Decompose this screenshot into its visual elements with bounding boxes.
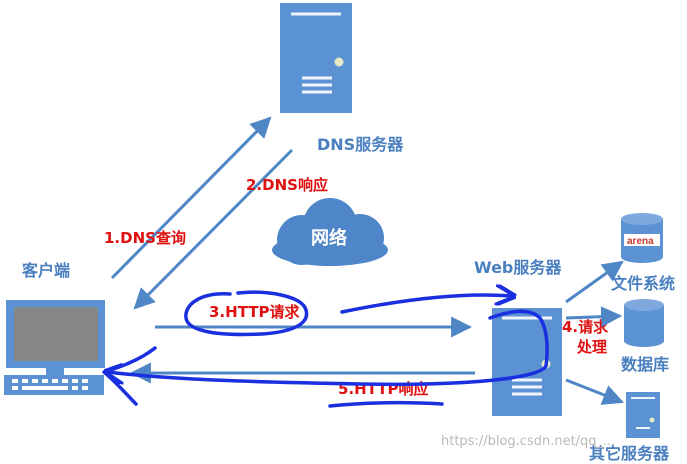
dns-server-label: DNS服务器 — [317, 135, 404, 154]
web-to-filesystem-arrow — [565, 260, 624, 304]
other-server-label: 其它服务器 — [589, 444, 670, 463]
arena-logo: arena — [627, 236, 654, 247]
step-request-processing-line1: 4.请求 — [562, 318, 609, 336]
dns-query-arrow — [110, 116, 272, 280]
ink-underline-response — [328, 400, 444, 408]
database-icon — [624, 299, 664, 347]
web-server-label: Web服务器 — [474, 258, 562, 277]
client-label: 客户端 — [22, 261, 70, 280]
ink-stroke-client-check — [102, 346, 157, 406]
step-dns-query: 1.DNS查询 — [104, 229, 186, 247]
ink-circle-http-request — [184, 290, 309, 337]
web-to-other-arrow — [565, 378, 624, 405]
web-server-icon — [492, 308, 562, 416]
watermark-text: https://blog.csdn.net/qq_... — [441, 434, 615, 449]
file-system-label: 文件系统 — [611, 274, 675, 293]
step-dns-response: 2.DNS响应 — [246, 176, 328, 194]
client-computer-icon — [4, 300, 105, 395]
dns-server-icon — [280, 3, 352, 113]
dns-response-arrow — [133, 148, 294, 310]
other-server-icon — [626, 392, 660, 438]
ink-stroke-request — [340, 295, 512, 314]
database-label: 数据库 — [621, 355, 669, 374]
web-to-database-arrow — [565, 306, 623, 328]
file-system-icon: arena — [621, 213, 663, 263]
network-cloud-icon — [272, 198, 388, 266]
step-request-processing-line2: 处理 — [576, 338, 607, 356]
ink-stroke-web-loop — [108, 309, 549, 387]
step-http-request: 3.HTTP请求 — [209, 303, 300, 321]
ink-annotations — [102, 290, 549, 408]
network-label: 网络 — [311, 227, 347, 249]
